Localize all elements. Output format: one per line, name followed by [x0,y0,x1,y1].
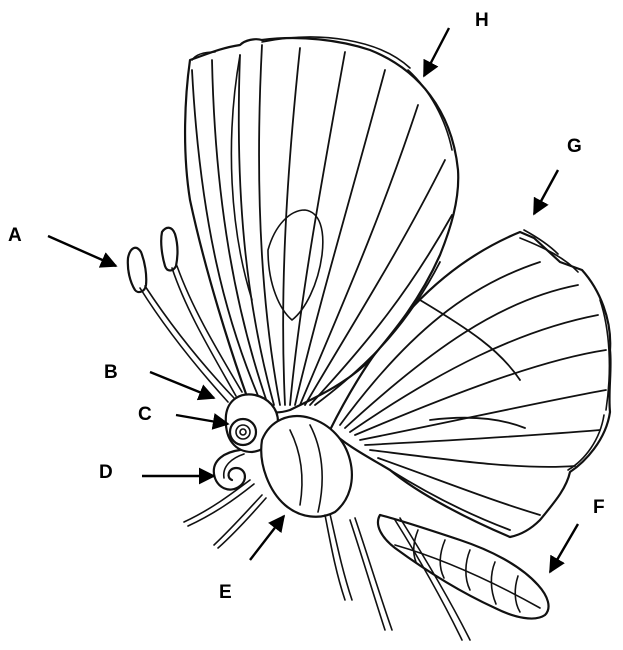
proboscis [214,450,245,490]
label-C-text: C [138,404,152,425]
label-H: H [424,10,489,76]
butterfly-illustration [128,37,611,640]
label-D: D [99,462,214,483]
label-F-text: F [593,497,605,518]
label-G-text: G [567,136,582,157]
label-G: G [534,136,582,214]
arrow-C [176,415,228,424]
arrow-G [534,170,558,214]
arrow-E [250,516,284,560]
label-H-text: H [475,10,489,31]
arrow-A [48,236,116,266]
label-A-text: A [8,225,22,246]
label-F: F [550,497,605,572]
label-E: E [219,516,284,603]
label-A: A [8,225,116,266]
label-B-text: B [104,362,118,383]
label-D-text: D [99,462,113,483]
arrow-H [424,28,449,76]
label-E-text: E [219,582,232,603]
label-C: C [138,404,228,425]
arrow-F [550,524,578,572]
